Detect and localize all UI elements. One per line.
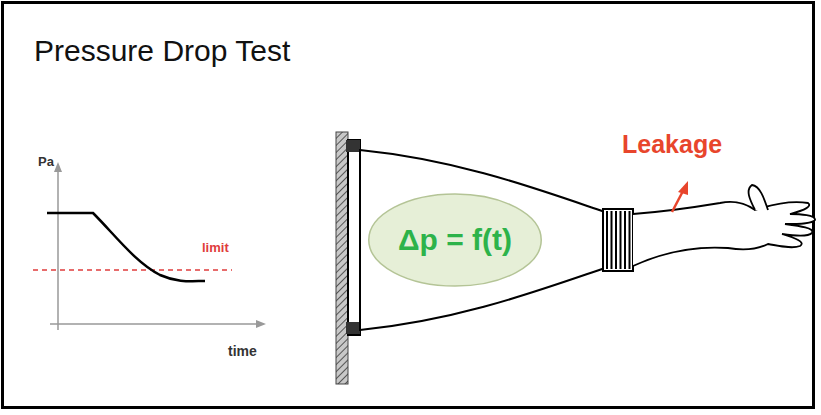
axis-label: time	[228, 343, 257, 359]
limit-line	[33, 269, 232, 271]
ellipse-node: Δp = f(t)	[367, 192, 543, 288]
formula-text: Δp = f(t)	[398, 223, 512, 257]
axis-label: Pa	[38, 154, 54, 169]
pressure-curve	[47, 213, 205, 281]
limit-label: limit	[202, 240, 229, 255]
leakage-arrowhead	[678, 181, 688, 195]
leakage-label: Leakage	[622, 130, 722, 159]
glove-hand	[633, 202, 815, 266]
glove-thumb	[749, 185, 768, 210]
glove-sleeve	[360, 150, 605, 330]
wall-flange	[336, 132, 360, 384]
chart-axes	[50, 162, 266, 330]
leakage-arrow	[672, 191, 683, 212]
cuff-ring	[603, 209, 633, 271]
title: Pressure Drop Test	[34, 34, 290, 68]
